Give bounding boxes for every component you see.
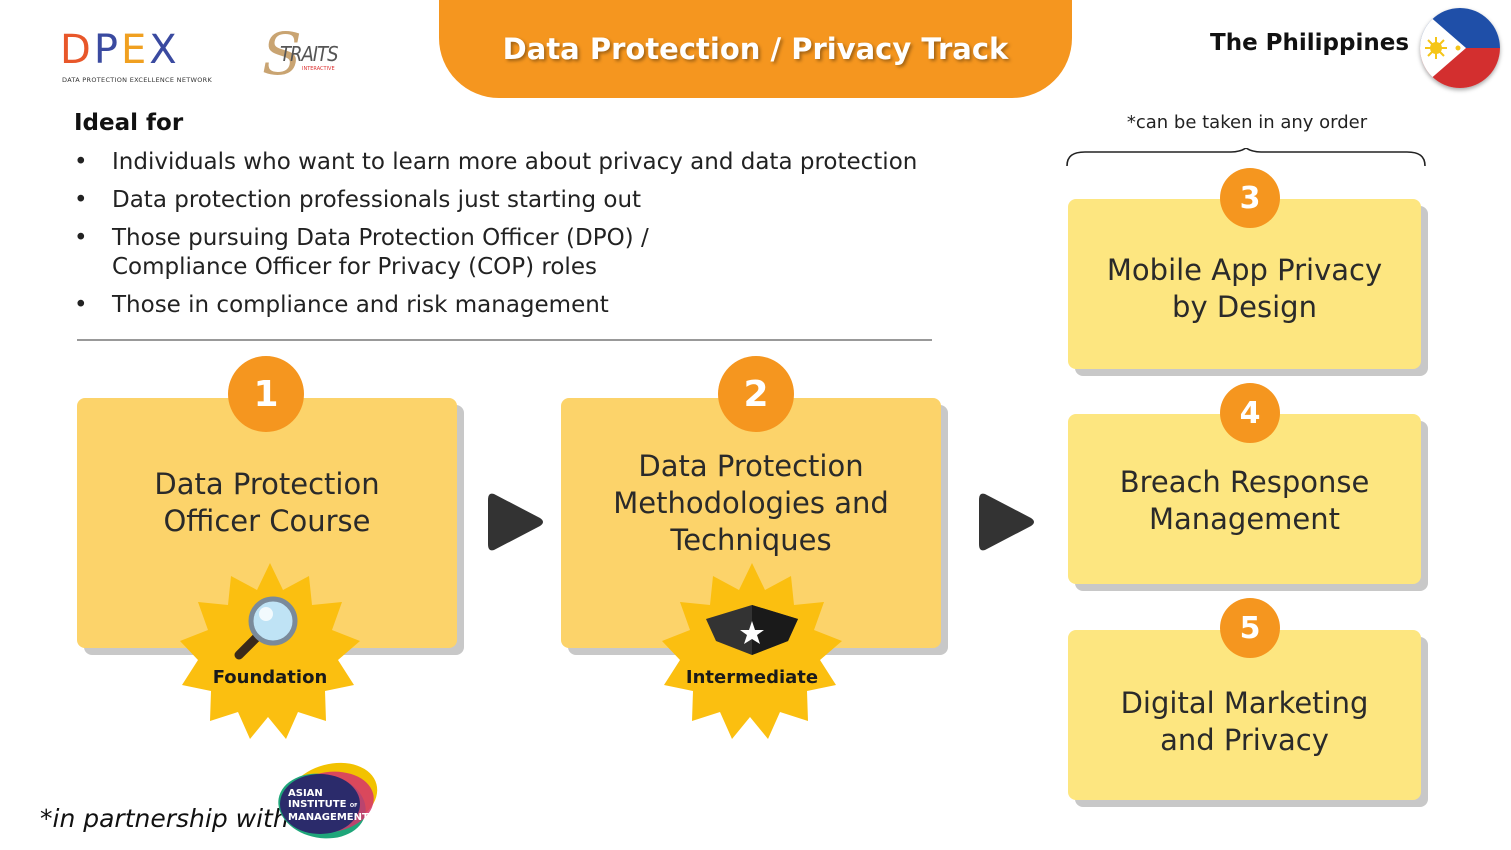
aim-logo: ASIAN INSTITUTE OF MANAGEMENT xyxy=(272,762,380,842)
title-tab: Data Protection / Privacy Track xyxy=(439,0,1072,98)
aim-logo-text: ASIAN INSTITUTE OF MANAGEMENT xyxy=(288,788,369,823)
course-title: Digital Marketing and Privacy xyxy=(1120,686,1369,757)
course-number-badge: 3 xyxy=(1220,168,1280,228)
dpex-logo-word: DPEX xyxy=(60,27,180,73)
dpex-logo: DPEX DATA PROTECTION EXCELLENCE NETWORK xyxy=(60,30,226,88)
course-number-badge: 4 xyxy=(1220,383,1280,443)
order-note: *can be taken in any order xyxy=(1126,112,1368,133)
foundation-badge: Foundation xyxy=(180,563,360,743)
course-number-badge: 1 xyxy=(228,356,304,432)
page-title: Data Protection / Privacy Track xyxy=(502,32,1009,66)
list-item: •Those in compliance and risk management xyxy=(74,292,609,318)
level-label: Intermediate xyxy=(685,667,819,688)
course-title: Mobile App Privacy by Design xyxy=(1106,253,1383,324)
straits-logo-sub: INTERACTIVE xyxy=(302,66,335,72)
graduation-cap-icon xyxy=(706,605,798,655)
list-item: •Data protection professionals just star… xyxy=(74,187,642,213)
level-label: Foundation xyxy=(212,667,328,688)
play-arrow-icon xyxy=(488,493,543,551)
magnifier-icon xyxy=(234,596,298,660)
list-item: •Individuals who want to learn more abou… xyxy=(74,149,918,175)
straits-logo-word: TRAITS xyxy=(280,42,339,66)
ideal-for-heading: Ideal for xyxy=(74,110,184,136)
brace-icon xyxy=(1066,148,1426,167)
play-arrow-icon xyxy=(979,493,1034,551)
divider xyxy=(77,339,932,341)
dpex-logo-subtitle: DATA PROTECTION EXCELLENCE NETWORK xyxy=(62,76,213,84)
course-title: Data Protection Methodologies and Techni… xyxy=(613,448,889,557)
ideal-for-list: •Individuals who want to learn more abou… xyxy=(74,148,954,329)
straits-logo: S TRAITS INTERACTIVE xyxy=(262,20,339,88)
course-number-badge: 5 xyxy=(1220,598,1280,658)
list-item: •Those pursuing Data Protection Officer … xyxy=(74,225,649,280)
philippines-flag-icon xyxy=(1420,8,1500,88)
country-name: The Philippines xyxy=(1210,30,1410,56)
seal-icon xyxy=(180,563,360,739)
course-title: Breach Response Management xyxy=(1119,465,1370,536)
course-number-badge: 2 xyxy=(718,356,794,432)
course-card-5: Digital Marketing and Privacy xyxy=(1068,630,1421,800)
intermediate-badge: Intermediate xyxy=(662,563,842,743)
partnership-note: *in partnership with xyxy=(40,804,289,833)
course-title: Data Protection Officer Course xyxy=(154,467,380,538)
